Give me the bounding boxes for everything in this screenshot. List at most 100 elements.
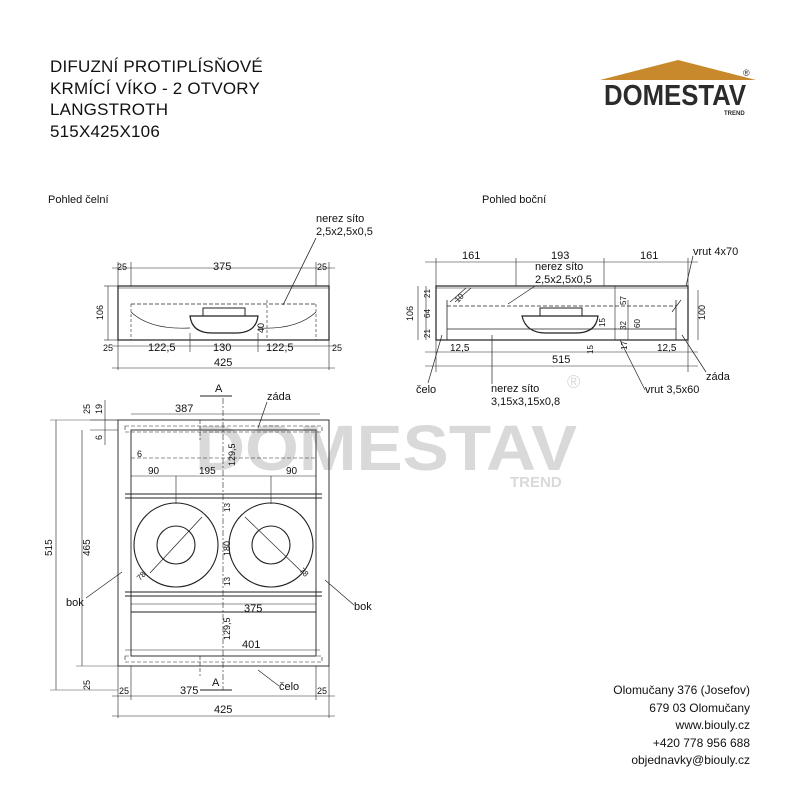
side-mesh2-label-1: nerez síto bbox=[491, 383, 539, 395]
dim-side-h-15a: 15 bbox=[598, 318, 607, 327]
dim-plan-h90b: 90 bbox=[286, 466, 298, 477]
contact-address: Olomučany 376 (Josefov) bbox=[613, 683, 750, 697]
side-screw-bottom: vrut 3,5x60 bbox=[645, 384, 699, 396]
dim-side-h-60: 60 bbox=[633, 319, 642, 328]
plan-label-bok-right: bok bbox=[354, 601, 372, 613]
front-mesh-leader bbox=[282, 237, 317, 306]
dim-front-top-mid: 375 bbox=[213, 261, 231, 273]
plan-label-celo: čelo bbox=[279, 681, 299, 693]
watermark-name: DOMESTAV bbox=[195, 412, 577, 484]
dim-side-ang-10: 10 bbox=[453, 291, 466, 304]
dim-plan-h401: 401 bbox=[242, 639, 260, 651]
dim-front-total: 425 bbox=[214, 357, 232, 369]
dim-plan-h375: 375 bbox=[244, 603, 262, 615]
side-body bbox=[435, 285, 689, 341]
dim-front-bot-r2: 122,5 bbox=[266, 342, 294, 354]
section-marker-top: A bbox=[215, 383, 223, 395]
side-mesh2-label-2: 3,15x3,15x0,8 bbox=[491, 396, 560, 408]
dim-side-h-15b: 15 bbox=[586, 345, 595, 354]
dim-plan-t6b: 6 bbox=[137, 449, 142, 459]
logo-sub: TREND bbox=[724, 111, 745, 117]
drawing-title: DIFUZNÍ PROTIPLÍSŇOVÉ KRMÍCÍ VÍKO - 2 OT… bbox=[50, 56, 263, 142]
dim-plan-bot-mid: 375 bbox=[180, 685, 198, 697]
front-view: Pohled čelní nerez síto 2,5x2,5x0,5 25 3… bbox=[48, 194, 373, 370]
contact-phone: +420 778 956 688 bbox=[652, 735, 750, 750]
logo-reg: ® bbox=[743, 68, 750, 78]
side-view-title: Pohled boční bbox=[482, 194, 546, 206]
side-screw-top: vrut 4x70 bbox=[693, 246, 738, 258]
side-feeder-slot bbox=[539, 307, 583, 317]
logo-roof bbox=[600, 60, 756, 80]
side-mesh-label-1: nerez síto bbox=[535, 261, 583, 273]
dim-plan-v515: 515 bbox=[44, 539, 55, 556]
dim-side-h-32: 32 bbox=[619, 321, 628, 330]
dim-front-top-left: 25 bbox=[117, 262, 127, 272]
dim-side-h-100: 100 bbox=[697, 305, 707, 320]
front-body bbox=[117, 285, 330, 341]
dim-plan-t25: 25 bbox=[82, 404, 92, 414]
dim-plan-v129a: 129,5 bbox=[227, 443, 237, 466]
dim-side-top-r: 161 bbox=[640, 250, 658, 262]
side-view: Pohled boční vrut 4x70 161 193 161 nerez… bbox=[405, 194, 738, 408]
plan-view: A A 25 19 6 387 6 záda 129,5 90 195 90 1… bbox=[44, 383, 372, 718]
dim-side-h-17: 17 bbox=[620, 341, 629, 350]
dim-side-h-21b: 21 bbox=[423, 329, 432, 338]
contact-web: www.biouly.cz bbox=[675, 718, 750, 733]
side-mesh-label-2: 2,5x2,5x0,5 bbox=[535, 274, 592, 286]
dim-side-h-21a: 21 bbox=[423, 289, 432, 298]
dim-plan-v129b: 129,5 bbox=[222, 617, 232, 640]
side-label-zada: záda bbox=[706, 371, 731, 383]
section-marker-bottom: A bbox=[212, 677, 220, 689]
title-line-1: DIFUZNÍ PROTIPLÍSŇOVÉ bbox=[50, 57, 263, 76]
side-label-celo: čelo bbox=[416, 384, 436, 396]
watermark-reg: ® bbox=[567, 372, 580, 392]
plan-label-bok-left: bok bbox=[66, 597, 84, 609]
feed-hole-left-inner bbox=[156, 525, 196, 565]
dim-side-top-mid: 193 bbox=[551, 250, 569, 262]
feed-hole-right-inner bbox=[251, 525, 291, 565]
dim-side-h-64: 64 bbox=[423, 309, 432, 318]
dim-side-h-57: 57 bbox=[619, 296, 628, 305]
dim-front-top-right: 25 bbox=[317, 262, 327, 272]
plan-label-zada: záda bbox=[267, 391, 292, 403]
dim-side-h-total: 106 bbox=[405, 306, 415, 321]
dim-plan-v180: 180 bbox=[222, 541, 232, 556]
logo-name: DOMESTAV bbox=[604, 80, 747, 112]
dim-plan-v465: 465 bbox=[82, 539, 93, 556]
domestav-logo: DOMESTAV ® TREND bbox=[600, 60, 756, 117]
dim-plan-h90a: 90 bbox=[148, 466, 160, 477]
watermark-sub: TREND bbox=[510, 474, 562, 491]
watermark: DOMESTAV TREND ® bbox=[195, 372, 580, 491]
dim-plan-total: 425 bbox=[214, 704, 232, 716]
dim-side-bot-r: 12,5 bbox=[657, 343, 677, 354]
dim-front-bot-l1: 25 bbox=[103, 343, 113, 353]
dim-front-height: 106 bbox=[95, 305, 105, 320]
dim-plan-d78b: 78 bbox=[298, 566, 311, 579]
title-line-3: LANGSTROTH bbox=[50, 100, 169, 119]
dim-plan-h195: 195 bbox=[199, 466, 216, 477]
dim-plan-d78a: 78 bbox=[135, 569, 148, 582]
dim-front-inner: 40 bbox=[256, 323, 266, 333]
dim-plan-t6a: 6 bbox=[94, 435, 104, 440]
title-line-4: 515X425X106 bbox=[50, 121, 160, 141]
front-view-title: Pohled čelní bbox=[48, 194, 109, 206]
contact-email: objednavky@biouly.cz bbox=[631, 753, 750, 768]
dim-plan-t387: 387 bbox=[175, 403, 193, 415]
side-feeder-trough bbox=[521, 315, 599, 334]
dim-plan-bot-r: 25 bbox=[317, 686, 327, 696]
front-feeder-trough bbox=[189, 315, 259, 334]
front-feeder-slot bbox=[202, 307, 246, 317]
contact-block: Olomučany 376 (Josefov) 679 03 Olomučany… bbox=[613, 682, 750, 770]
dim-plan-v13b: 13 bbox=[223, 577, 232, 586]
dim-front-bot-r1: 25 bbox=[332, 343, 342, 353]
dim-front-bot-mid: 130 bbox=[213, 342, 231, 354]
dim-plan-t19: 19 bbox=[94, 404, 104, 414]
front-mesh-label-1: nerez síto bbox=[316, 213, 364, 225]
dim-side-total: 515 bbox=[552, 354, 570, 366]
dim-front-bot-l2: 122,5 bbox=[148, 342, 176, 354]
title-line-2: KRMÍCÍ VÍKO - 2 OTVORY bbox=[50, 78, 261, 98]
plan-outer bbox=[117, 419, 330, 667]
dim-side-top-l: 161 bbox=[462, 250, 480, 262]
front-mesh-label-2: 2,5x2,5x0,5 bbox=[316, 226, 373, 238]
